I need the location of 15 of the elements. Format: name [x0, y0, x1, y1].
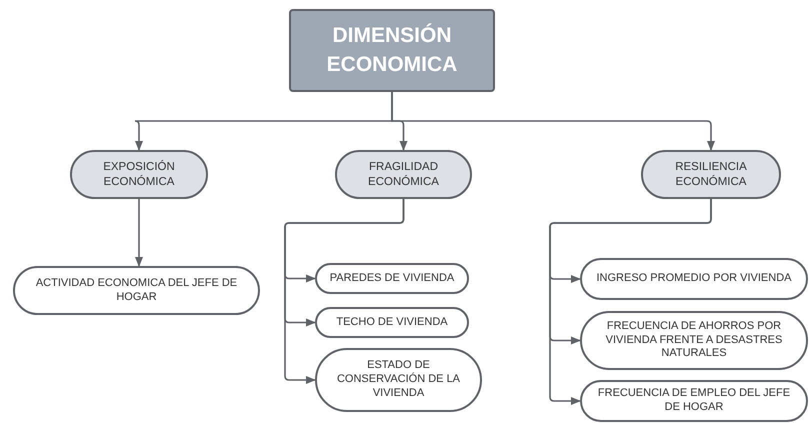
connector-arrow: [284, 199, 404, 384]
category-pill: FRAGILIDAD ECONÓMICA: [335, 150, 472, 199]
indicator-pill: FRECUENCIA DE EMPLEO DEL JEFE DE HOGAR: [580, 380, 808, 422]
connector-arrow: [549, 199, 712, 405]
connector-arrow: [391, 92, 715, 151]
category-pill: EXPOSICIÓN ECONÓMICA: [70, 150, 208, 199]
indicator-pill: ACTIVIDAD ECONOMICA DEL JEFE DE HOGAR: [13, 266, 260, 315]
indicator-pill: FRECUENCIA DE AHORROS POR VIVIENDA FRENTE A DESASTRES NATURALES: [580, 311, 808, 370]
title-box: DIMENSIÓN ECONOMICA: [289, 9, 495, 92]
indicator-pill: INGRESO PROMEDIO POR VIVIENDA: [580, 258, 808, 300]
indicator-pill: PAREDES DE VIVIENDA: [315, 263, 469, 294]
category-pill: RESILIENCIA ECONÓMICA: [641, 150, 781, 199]
indicator-pill: ESTADO DE CONSERVACIÓN DE LA VIVIENDA: [315, 348, 482, 412]
indicator-pill: TECHO DE VIVIENDA: [315, 307, 469, 338]
connector-arrow: [135, 199, 143, 267]
